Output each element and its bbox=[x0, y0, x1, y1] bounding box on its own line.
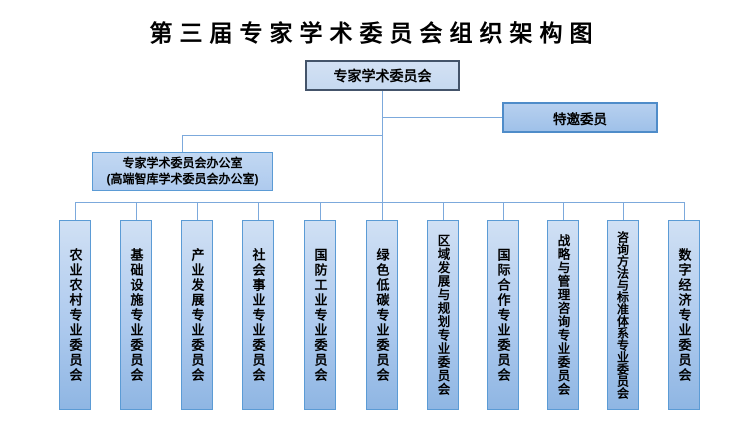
chart-title: 第三届专家学术委员会组织架构图 bbox=[149, 20, 600, 47]
connector-stub-3 bbox=[197, 202, 198, 220]
committee-label: 国际合作专业委员会 bbox=[495, 247, 511, 383]
committee-label: 社会事业专业委员会 bbox=[250, 247, 266, 383]
node-committee-consulting-methods-standards: 咨询方法与标准体系专业委员会 bbox=[607, 220, 639, 410]
committee-label: 国防工业专业委员会 bbox=[312, 247, 328, 383]
node-committee-office: 专家学术委员会办公室 (高端智库学术委员会办公室) bbox=[92, 152, 273, 191]
committee-label: 产业发展专业委员会 bbox=[189, 247, 205, 383]
node-committee-industrial-development: 产业发展专业委员会 bbox=[181, 220, 213, 410]
node-committee-green-low-carbon: 绿色低碳专业委员会 bbox=[366, 220, 398, 410]
node-committee-defense-industry: 国防工业专业委员会 bbox=[304, 220, 336, 410]
node-committee-regional-development-planning: 区域发展与规划专业委员会 bbox=[427, 220, 459, 410]
connector-stub-2 bbox=[136, 202, 137, 220]
committee-label: 战略与管理咨询专业委员会 bbox=[555, 234, 570, 396]
connector-stub-8 bbox=[503, 202, 504, 220]
node-committee-international-cooperation: 国际合作专业委员会 bbox=[487, 220, 519, 410]
connector-span-line bbox=[75, 202, 685, 203]
connector-stub-10 bbox=[623, 202, 624, 220]
node-root-label: 专家学术委员会 bbox=[333, 67, 432, 84]
node-committee-digital-economy: 数字经济专业委员会 bbox=[668, 220, 700, 410]
node-office-label-line2: (高端智库学术委员会办公室) bbox=[106, 171, 259, 186]
connector-stub-5 bbox=[320, 202, 321, 220]
connector-root-to-office-h bbox=[182, 135, 383, 136]
committee-label: 农业农村专业委员会 bbox=[67, 247, 83, 383]
node-committee-agriculture-rural: 农业农村专业委员会 bbox=[59, 220, 91, 410]
committee-label: 数字经济专业委员会 bbox=[676, 247, 692, 383]
committee-label: 基础设施专业委员会 bbox=[128, 247, 144, 383]
connector-stub-11 bbox=[684, 202, 685, 220]
node-committee-infrastructure: 基础设施专业委员会 bbox=[120, 220, 152, 410]
committee-label: 咨询方法与标准体系专业委员会 bbox=[615, 231, 630, 399]
connector-stub-7 bbox=[443, 202, 444, 220]
connector-root-to-span bbox=[382, 91, 383, 202]
node-invited-members: 特邀委员 bbox=[502, 102, 658, 133]
connector-stub-1 bbox=[75, 202, 76, 220]
node-office-label-line1: 专家学术委员会办公室 bbox=[122, 156, 243, 170]
node-committee-social-undertakings: 社会事业专业委员会 bbox=[242, 220, 274, 410]
connector-stub-4 bbox=[258, 202, 259, 220]
node-invited-label: 特邀委员 bbox=[553, 111, 607, 127]
committee-label: 绿色低碳专业委员会 bbox=[374, 247, 390, 383]
node-expert-academic-committee: 专家学术委员会 bbox=[305, 60, 460, 91]
connector-root-to-invited bbox=[382, 117, 502, 118]
node-committee-strategy-management-consulting: 战略与管理咨询专业委员会 bbox=[547, 220, 579, 410]
committee-label: 区域发展与规划专业委员会 bbox=[435, 234, 450, 396]
connector-root-to-office-v bbox=[182, 135, 183, 152]
connector-stub-9 bbox=[563, 202, 564, 220]
connector-stub-6 bbox=[382, 202, 383, 220]
